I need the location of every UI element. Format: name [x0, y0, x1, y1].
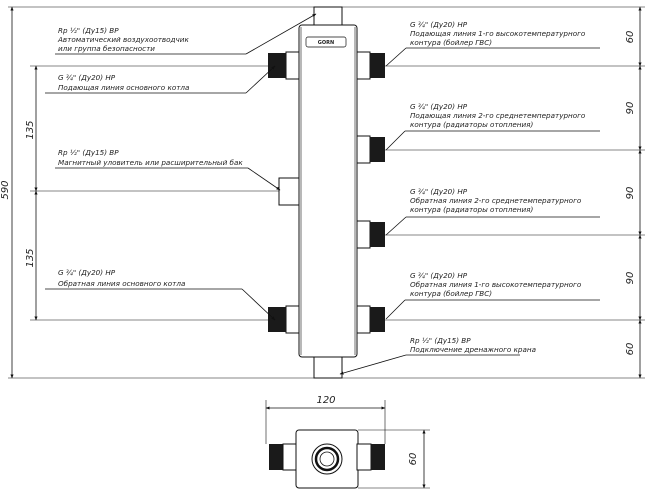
- callout-circuit1-return-line1: Обратная линия 1-го высокотемпературного: [410, 280, 582, 289]
- right-leaders: [339, 47, 600, 375]
- callout-air-vent-line1: Автоматический воздухоотводчик: [57, 35, 189, 44]
- callout-circuit2-return-line2: контура (радиаторы отопления): [410, 205, 533, 214]
- callout-magnetic: Rp ½" (Ду15) ВР Магнитный уловитель или …: [58, 148, 243, 167]
- callout-circuit2-supply: G ¾" (Ду20) НР Подающая линия 2-го средн…: [410, 102, 586, 129]
- callout-main-supply: G ¾" (Ду20) НР Подающая линия основного …: [58, 73, 189, 92]
- callout-circuit2-return: G ¾" (Ду20) НР Обратная линия 2-го средн…: [410, 187, 582, 214]
- callout-air-vent-spec: Rp ½" (Ду15) ВР: [58, 26, 119, 35]
- dim-right-2: 90: [625, 102, 636, 115]
- dim-overall-height: 590: [0, 180, 11, 199]
- callout-circuit1-supply-line1: Подающая линия 1-го высокотемпературного: [410, 29, 586, 38]
- right-dimensions: 60 90 90 90 60: [342, 6, 645, 379]
- callout-circuit2-supply-line2: контура (радиаторы отопления): [410, 120, 533, 129]
- callout-main-return-spec: G ¾" (Ду20) НР: [58, 268, 116, 277]
- dim-right-3: 90: [625, 187, 636, 200]
- callout-circuit1-supply-spec: G ¾" (Ду20) НР: [410, 20, 468, 29]
- callout-main-return: G ¾" (Ду20) НР Обратная линия основного …: [58, 268, 185, 288]
- callout-main-supply-spec: G ¾" (Ду20) НР: [58, 73, 116, 82]
- dim-right-1: 60: [625, 31, 636, 44]
- callout-main-supply-line1: Подающая линия основного котла: [58, 83, 189, 92]
- dim-right-5: 60: [625, 343, 636, 356]
- left-leaders: [45, 13, 317, 321]
- callout-drain: Rp ½" (Ду15) ВР Подключение дренажного к…: [410, 336, 536, 354]
- callout-drain-line1: Подключение дренажного крана: [410, 345, 536, 354]
- left-connection-stubs: [268, 51, 300, 334]
- callout-magnetic-spec: Rp ½" (Ду15) ВР: [58, 148, 119, 157]
- callout-circuit2-return-line1: Обратная линия 2-го среднетемпературного: [410, 196, 582, 205]
- left-dimensions: 590 135 135: [0, 6, 314, 379]
- callout-air-vent: Rp ½" (Ду15) ВР Автоматический воздухоот…: [57, 26, 189, 53]
- callout-main-return-line1: Обратная линия основного котла: [58, 279, 185, 288]
- callout-circuit1-supply-line2: контура (бойлер ГВС): [410, 38, 492, 47]
- separator-body: GORN: [278, 6, 358, 379]
- brand-logo-text: GORN: [318, 40, 334, 46]
- right-connection-stubs: [356, 51, 385, 334]
- callout-circuit1-return-spec: G ¾" (Ду20) НР: [410, 271, 468, 280]
- callout-circuit1-return: G ¾" (Ду20) НР Обратная линия 1-го высок…: [410, 271, 582, 298]
- dim-right-4: 90: [625, 272, 636, 285]
- callout-air-vent-line2: или группа безопасности: [58, 44, 155, 53]
- bottom-view: 120 60: [265, 395, 430, 489]
- dim-bottom-width: 120: [316, 395, 335, 406]
- callout-circuit2-return-spec: G ¾" (Ду20) НР: [410, 187, 468, 196]
- callout-circuit2-supply-line1: Подающая линия 2-го среднетемпературного: [410, 111, 586, 120]
- callout-circuit1-supply: G ¾" (Ду20) НР Подающая линия 1-го высок…: [410, 20, 586, 47]
- callout-circuit1-return-line2: контура (бойлер ГВС): [410, 289, 492, 298]
- callout-magnetic-line1: Магнитный уловитель или расширительный б…: [58, 158, 243, 167]
- callout-drain-spec: Rp ½" (Ду15) ВР: [410, 336, 471, 345]
- dim-bottom-height: 60: [408, 453, 419, 466]
- dim-left-top: 135: [25, 120, 36, 139]
- dim-left-bottom: 135: [25, 248, 36, 267]
- callout-circuit2-supply-spec: G ¾" (Ду20) НР: [410, 102, 468, 111]
